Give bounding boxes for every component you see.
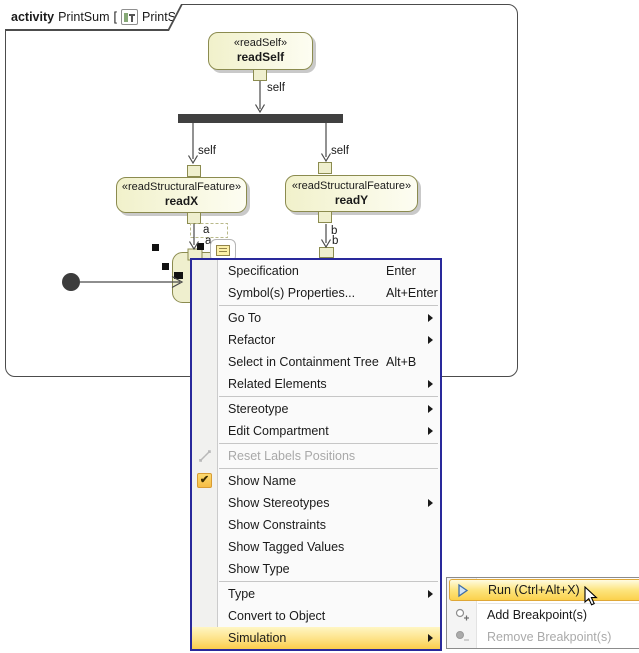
- menu-item-select-in-containment-tree[interactable]: Select in Containment Tree Alt+B: [192, 351, 440, 373]
- menu-item-show-tagged-values[interactable]: Show Tagged Values: [192, 536, 440, 558]
- menu-separator: [219, 443, 438, 444]
- menu-item-label: Related Elements: [228, 377, 327, 391]
- menu-item-stereotype[interactable]: Stereotype: [192, 398, 440, 420]
- menu-item-related-elements[interactable]: Related Elements: [192, 373, 440, 395]
- menu-item-show-type[interactable]: Show Type: [192, 558, 440, 580]
- frame-kind-label: activity: [11, 9, 55, 24]
- menu-item-shortcut: Alt+Enter: [386, 286, 438, 300]
- stereotype-label: «readStructuralFeature»: [121, 181, 242, 193]
- ready-output-pin[interactable]: [318, 211, 332, 223]
- remove-breakpoint-icon: [456, 631, 469, 641]
- menu-item-show-name[interactable]: ✔ Show Name: [192, 470, 440, 492]
- menu-separator: [219, 581, 438, 582]
- menu-separator: [219, 468, 438, 469]
- submenu-arrow-icon: [428, 314, 433, 322]
- menu-item-label: Remove Breakpoint(s): [487, 630, 612, 644]
- add-action-input-pin-b[interactable]: [319, 247, 334, 258]
- menu-item-label: Stereotype: [228, 402, 289, 416]
- submenu-item-add-breakpoints[interactable]: Add Breakpoint(s): [447, 604, 639, 626]
- edge-label-b[interactable]: b: [331, 225, 338, 237]
- edge-label-b[interactable]: b: [332, 235, 339, 247]
- menu-item-label: Go To: [228, 311, 262, 325]
- menu-separator: [219, 396, 438, 397]
- simulation-submenu: Run (Ctrl+Alt+X) Add Breakpoint(s) Remov…: [446, 577, 639, 649]
- menu-item-reset-labels-positions[interactable]: Reset Labels Positions: [192, 445, 440, 467]
- reset-labels-icon: [199, 450, 211, 462]
- action-name: readX: [164, 194, 199, 208]
- menu-item-label: Show Stereotypes: [228, 496, 330, 510]
- submenu-item-remove-breakpoints[interactable]: Remove Breakpoint(s): [447, 626, 639, 648]
- action-name: readY: [334, 192, 369, 207]
- submenu-arrow-icon: [428, 634, 433, 642]
- menu-item-label: Select in Containment Tree: [228, 355, 379, 369]
- add-breakpoint-icon: [455, 608, 469, 621]
- menu-item-simulation[interactable]: Simulation: [192, 627, 440, 649]
- menu-separator: [478, 603, 639, 604]
- edge-label-self[interactable]: self: [267, 82, 285, 94]
- submenu-arrow-icon: [428, 427, 433, 435]
- diagram-frame-tab: activity PrintSum [ PrintSum ]: [5, 4, 181, 29]
- menu-item-label: Show Name: [228, 474, 297, 488]
- edge-label-a[interactable]: a: [205, 235, 212, 247]
- menu-item-show-constraints[interactable]: Show Constraints: [192, 514, 440, 536]
- action-readself[interactable]: «readSelf» readSelf: [208, 32, 313, 70]
- activity-diagram-icon: [121, 9, 138, 25]
- frame-name-label: PrintSum: [58, 9, 110, 24]
- action-name: readSelf: [236, 50, 285, 64]
- context-menu: Specification Enter Symbol(s) Properties…: [190, 258, 442, 651]
- menu-item-shortcut: Alt+B: [386, 355, 417, 369]
- run-play-icon: [458, 583, 469, 598]
- menu-item-symbol-properties[interactable]: Symbol(s) Properties... Alt+Enter: [192, 282, 440, 304]
- submenu-arrow-icon: [428, 405, 433, 413]
- mouse-cursor-icon: [584, 586, 598, 606]
- submenu-arrow-icon: [428, 380, 433, 388]
- menu-item-label: Run (Ctrl+Alt+X): [488, 583, 580, 597]
- action-readx[interactable]: «readStructuralFeature» readX: [116, 177, 247, 213]
- context-menu-gutter: [192, 260, 218, 649]
- stereotype-label: «readStructuralFeature»: [291, 179, 412, 192]
- edge-label-self[interactable]: self: [198, 145, 216, 157]
- readx-input-pin[interactable]: [187, 165, 201, 177]
- checked-checkbox-icon: ✔: [197, 473, 212, 488]
- menu-item-label: Reset Labels Positions: [228, 449, 356, 463]
- menu-item-type[interactable]: Type: [192, 583, 440, 605]
- ready-input-pin[interactable]: [318, 162, 332, 174]
- menu-item-label: Refactor: [228, 333, 276, 347]
- stereotype-label: «readSelf»: [233, 37, 288, 49]
- menu-item-refactor[interactable]: Refactor: [192, 329, 440, 351]
- menu-item-label: Simulation: [228, 631, 287, 645]
- menu-item-label: Add Breakpoint(s): [487, 608, 588, 622]
- action-ready[interactable]: «readStructuralFeature» readY: [285, 175, 418, 212]
- menu-item-label: Specification: [228, 264, 299, 278]
- menu-separator: [219, 305, 438, 306]
- menu-item-label: Show Tagged Values: [228, 540, 345, 554]
- submenu-arrow-icon: [428, 336, 433, 344]
- menu-item-edit-compartment[interactable]: Edit Compartment: [192, 420, 440, 442]
- frame-open-bracket: [: [113, 9, 117, 24]
- menu-item-shortcut: Enter: [386, 264, 416, 278]
- submenu-arrow-icon: [428, 499, 433, 507]
- edge-label-self[interactable]: self: [331, 145, 349, 157]
- submenu-arrow-icon: [428, 590, 433, 598]
- readself-output-pin[interactable]: [253, 69, 267, 81]
- menu-item-label: Symbol(s) Properties...: [228, 286, 356, 300]
- menu-item-specification[interactable]: Specification Enter: [192, 260, 440, 282]
- menu-item-label: Convert to Object: [228, 609, 326, 623]
- menu-item-label: Edit Compartment: [228, 424, 329, 438]
- menu-item-label: Show Constraints: [228, 518, 326, 532]
- menu-item-convert-to-object[interactable]: Convert to Object: [192, 605, 440, 627]
- menu-item-go-to[interactable]: Go To: [192, 307, 440, 329]
- menu-item-show-stereotypes[interactable]: Show Stereotypes: [192, 492, 440, 514]
- readx-output-pin[interactable]: [187, 212, 201, 224]
- menu-item-label: Show Type: [228, 562, 290, 576]
- submenu-item-run[interactable]: Run (Ctrl+Alt+X): [449, 579, 639, 601]
- menu-item-label: Type: [228, 587, 256, 601]
